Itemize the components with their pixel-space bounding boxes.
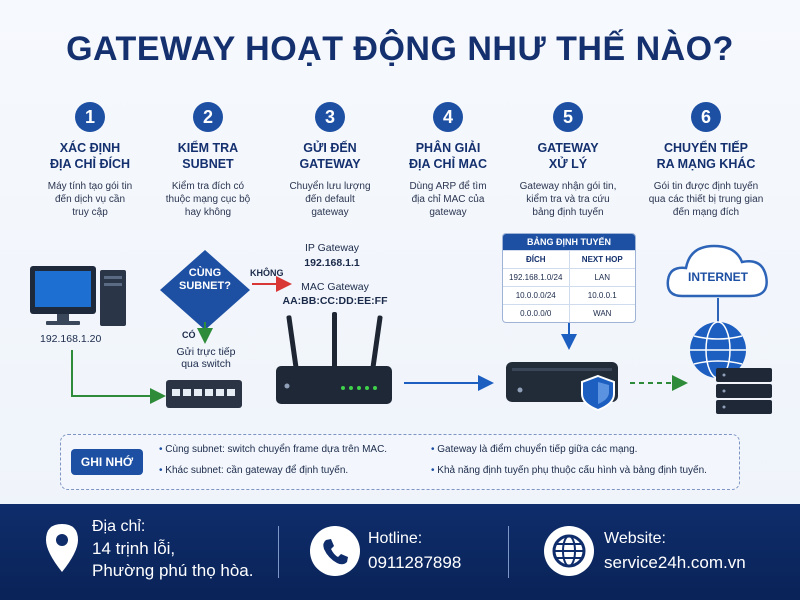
routing-table: BẢNG ĐỊNH TUYẾN ĐÍCH NEXT HOP 192.168.1.… [502,233,636,323]
table-cell: 0.0.0.0/0 [520,309,552,318]
table-row: 10.0.0.0/24 10.0.0.1 [503,286,635,304]
mac-gateway: AA:BB:CC:DD:EE:FF [282,295,388,307]
step-title: CHUYỂN TIẾP RA MẠNG KHÁC [656,141,756,171]
footer: Địa chỉ: 14 trịnh lỗi, Phường phú thọ hò… [0,504,800,600]
table-cell: 10.0.0.0/24 [515,291,556,300]
decision-diamond [160,250,250,330]
step-description: Chuyển lưu lượng đến default gateway [289,181,371,218]
step-description: Gói tin được định tuyến qua các thiết bị… [648,181,764,218]
footer-divider [508,526,509,578]
website-label: Website: [604,530,666,547]
website-url[interactable]: service24h.com.vn [604,553,746,572]
note-tag: GHI NHỚ [71,449,143,475]
server-stack-icon [716,368,772,414]
table-cell: WAN [568,305,636,322]
yes-label: CÓ [182,330,196,340]
note-list-left: Cùng subnet: switch chuyển frame dựa trê… [159,444,387,486]
page-title: GATEWAY HOẠT ĐỘNG NHƯ THẾ NÀO? [66,30,734,68]
column-header: NEXT HOP [568,251,636,268]
step-6: 6 CHUYỂN TIẾP RA MẠNG KHÁC Gói tin được … [644,102,768,219]
computer-icon [30,266,126,326]
router-icon [276,312,392,404]
no-label: KHÔNG [250,268,284,278]
gateway-ip-label: IP Gateway [304,242,360,254]
hotline-number[interactable]: 0911287898 [368,553,462,572]
table-row: 0.0.0.0/0 WAN [503,304,635,322]
pc-ip-address: 192.168.1.20 [40,333,102,345]
step-description: Máy tính tạo gói tin đến dịch vụ cần tru… [47,181,133,218]
step-number: 2 [193,102,223,132]
note-item: Khác subnet: cần gateway để định tuyến. [159,465,387,476]
internet-label: INTERNET [688,270,748,284]
note-box: GHI NHỚ Cùng subnet: switch chuyển frame… [60,434,740,490]
routing-table-header: ĐÍCH NEXT HOP [503,250,635,268]
step-title: KIỂM TRA SUBNET [177,141,239,171]
shield-icon [581,374,615,412]
step-number: 4 [433,102,463,132]
footer-divider [278,526,279,578]
step-title: PHÂN GIẢI ĐỊA CHỈ MAC [408,141,487,171]
step-1: 1 XÁC ĐỊNH ĐỊA CHỈ ĐÍCH Máy tính tạo gói… [28,102,152,219]
routing-table-title: BẢNG ĐỊNH TUYẾN [503,234,635,250]
step-5: 5 GATEWAY XỬ LÝ Gateway nhận gói tin, ki… [506,102,630,219]
table-cell: 10.0.0.1 [568,287,636,304]
gateway-ip: 192.168.1.1 [304,257,360,269]
step-number: 6 [691,102,721,132]
hotline-label: Hotline: [368,530,423,547]
address-label: Địa chỉ: [92,518,146,535]
table-cell: 192.168.1.0/24 [509,273,563,282]
column-header: ĐÍCH [525,255,546,264]
step-number: 1 [75,102,105,132]
table-row: 192.168.1.0/24 LAN [503,268,635,286]
globe-web-icon [552,534,586,568]
step-title: XÁC ĐỊNH ĐỊA CHỈ ĐÍCH [49,141,131,171]
switch-note: Gửi trực tiếp qua switch [176,346,236,370]
step-4: 4 PHÂN GIẢI ĐỊA CHỈ MAC Dùng ARP để tìm … [386,102,510,219]
note-item: Cùng subnet: switch chuyển frame dựa trê… [159,444,387,455]
decision-label: CÙNG SUBNET? [179,267,231,292]
step-title: GỬI ĐẾN GATEWAY [299,141,361,171]
phone-icon [323,539,348,565]
address-value: 14 trịnh lỗi, Phường phú thọ hòa. [92,539,254,580]
step-description: Gateway nhận gói tin, kiểm tra và tra cứ… [519,181,617,218]
note-item: Gateway là điểm chuyển tiếp giữa các mạn… [431,444,707,455]
network-diagram [30,244,772,414]
table-cell: LAN [568,269,636,286]
step-number: 5 [553,102,583,132]
switch-icon [166,380,242,408]
step-description: Dùng ARP để tìm địa chỉ MAC của gateway [409,181,487,218]
globe-icon [690,321,746,379]
globe-web-icon-circle [544,526,594,576]
phone-icon-circle [310,526,360,576]
note-item: Khả năng định tuyến phụ thuộc cấu hình v… [431,465,707,476]
step-number: 3 [315,102,345,132]
location-pin-icon [46,524,78,572]
note-list-right: Gateway là điểm chuyển tiếp giữa các mạn… [431,444,707,486]
cloud-icon [666,244,768,298]
mac-gateway-label: MAC Gateway [301,281,369,293]
step-description: Kiểm tra đích có thuộc mạng cục bộ hay k… [165,181,251,218]
step-2: 2 KIỂM TRA SUBNET Kiểm tra đích có thuộc… [146,102,270,219]
step-3: 3 GỬI ĐẾN GATEWAY Chuyển lưu lượng đến d… [268,102,392,219]
step-title: GATEWAY XỬ LÝ [537,141,599,171]
